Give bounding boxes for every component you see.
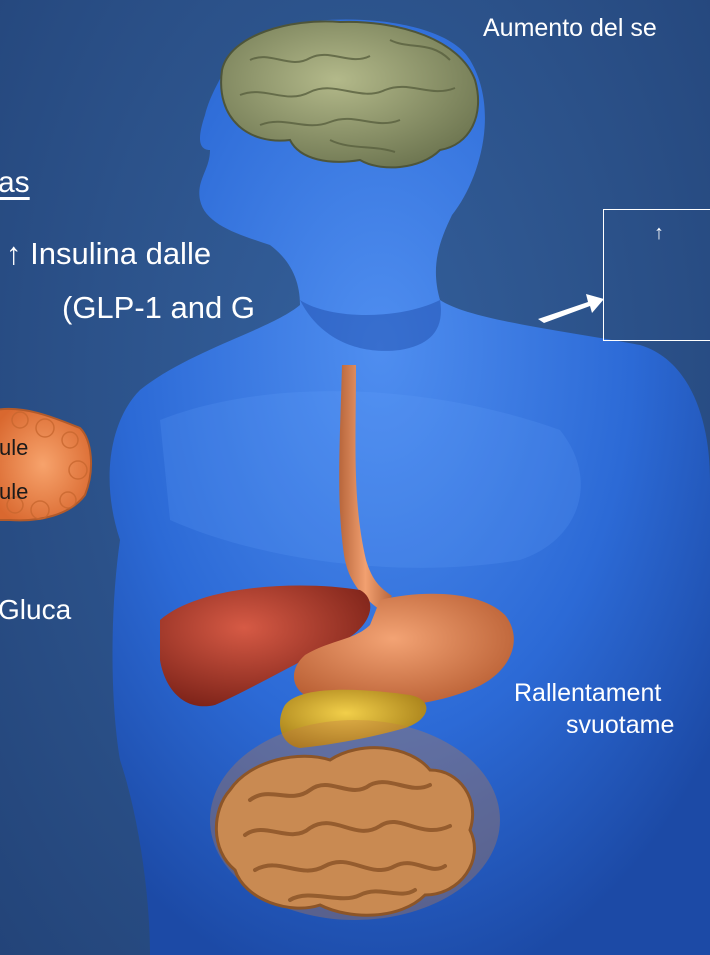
up-arrow-icon: ↑	[654, 222, 664, 245]
cell-label-line1: ule	[0, 435, 28, 461]
insulin-label-line1: ↑ Insulina dalle	[6, 236, 211, 272]
slowing-label-line1: Rallentament	[514, 679, 661, 708]
slowing-label-line2: svuotame	[566, 711, 674, 740]
cell-label-line2: ule	[0, 479, 28, 505]
top-effect-label: Aumento del se	[483, 14, 657, 43]
intestines	[210, 720, 500, 920]
effect-box: ↑	[603, 209, 710, 341]
white-pointer-arrow-icon	[538, 294, 604, 323]
pancreas-heading: as	[0, 166, 30, 200]
insulin-label-line2: (GLP-1 and G	[62, 290, 255, 326]
glucagon-label: Gluca	[0, 594, 71, 626]
